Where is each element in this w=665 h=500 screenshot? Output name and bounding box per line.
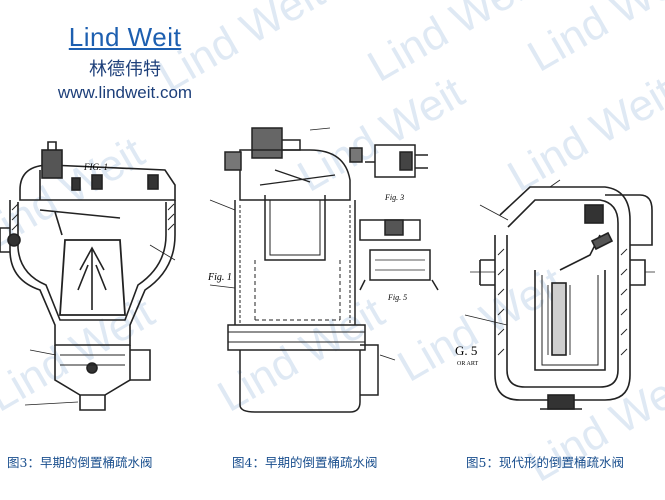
figure-3-drawing: FIG. 1 <box>0 141 176 411</box>
figure-4-drawing-label-3: Fig. 5 <box>387 293 407 302</box>
figure-4-drawing-label: Fig. 1 <box>207 272 232 283</box>
figure-3-caption: 图3：早期的倒置桶疏水阀 <box>7 455 153 470</box>
watermark: Lind Weit <box>359 0 543 92</box>
logo-name: Lind Weit <box>68 22 182 52</box>
company-logo: Lind Weit 林德伟特 www.lindweit.com <box>40 22 210 103</box>
figure-3-drawing-label: FIG. 1 <box>83 162 108 172</box>
figure-5-caption: 图5：现代形的倒置桶疏水阀 <box>466 455 624 470</box>
figure-5-drawing-sub: OR ART <box>457 361 478 367</box>
figure-4-drawing: Fig. 1 Fig. 3 Fig. 5 <box>207 127 439 413</box>
figure-4-caption: 图4：早期的倒置桶疏水阀 <box>232 455 378 470</box>
watermark: Lind Weit <box>519 0 665 82</box>
logo-name-cn: 林德伟特 <box>89 59 161 80</box>
figure-5-drawing-label: G. 5 <box>455 343 477 358</box>
logo-url: www.lindweit.com <box>57 83 193 102</box>
figure-4-drawing-label-2: Fig. 3 <box>384 193 404 202</box>
figure-5-drawing: G. 5 OR ART <box>455 179 655 410</box>
